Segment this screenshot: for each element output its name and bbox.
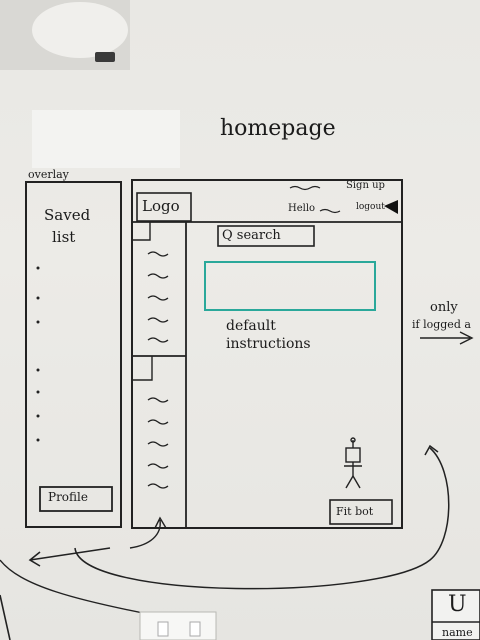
logo[interactable]: Logo (142, 197, 180, 215)
logout-link[interactable]: logout (356, 202, 385, 212)
signup-link[interactable]: Sign up (346, 180, 385, 191)
overlay-label: overlay (28, 168, 69, 181)
profile-button[interactable]: Profile (48, 490, 88, 504)
page-heading: homepage (220, 116, 336, 141)
search-input[interactable]: Q search (222, 228, 281, 243)
note-line-2: if logged a (412, 318, 471, 331)
hello-text: Hello (288, 203, 316, 214)
fit-bot-button[interactable]: Fit bot (336, 505, 374, 518)
saved-list-title-2: list (52, 228, 76, 246)
corner-letter: U (448, 592, 467, 617)
note-line-1: only (430, 300, 458, 315)
default-text-2: instructions (226, 336, 311, 352)
saved-list-title-1: Saved (44, 206, 91, 224)
corner-name: name (442, 626, 473, 639)
default-text-1: default (226, 318, 276, 334)
